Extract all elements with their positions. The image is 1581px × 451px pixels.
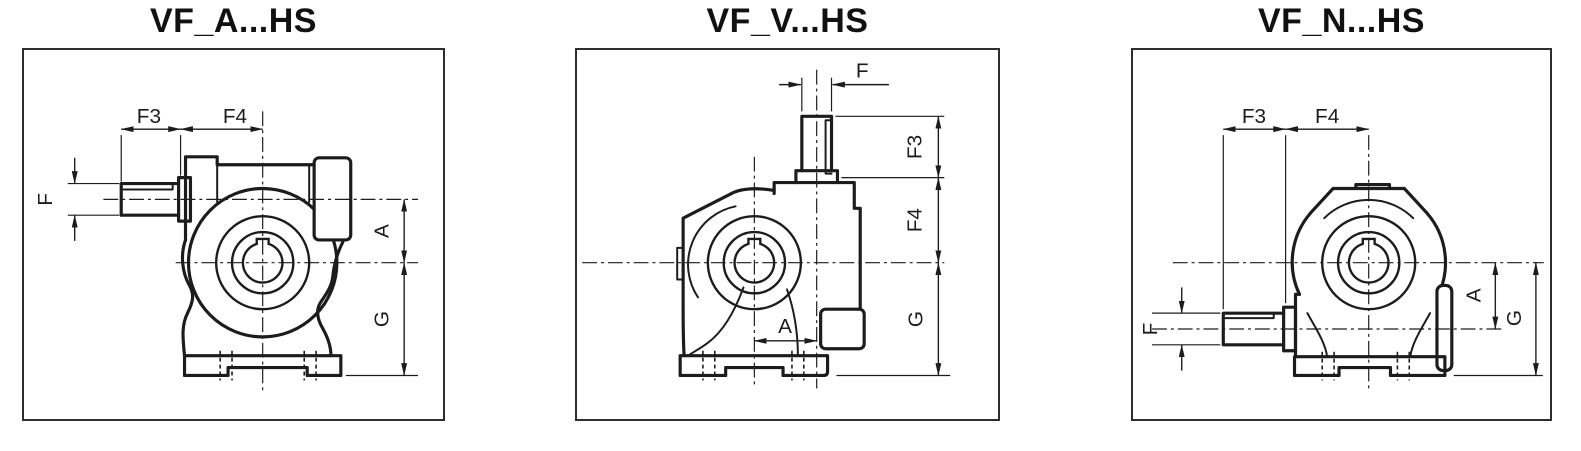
dim-label-f3: F3 (1242, 105, 1266, 128)
panel-frame-vf-n: F3 F4 F A G (1131, 48, 1552, 421)
panel-title-vf-n: VF_N...HS (1258, 2, 1425, 40)
dim-label-g: G (1503, 310, 1526, 326)
foot-bolt-hole-lines (1321, 351, 1411, 381)
input-shaft-collar (794, 169, 840, 185)
centerlines (1152, 135, 1544, 391)
dim-label-g: G (370, 311, 393, 327)
extension-lines (1152, 135, 1543, 377)
input-shaft (119, 181, 181, 217)
dim-label-f: F (34, 193, 57, 206)
dim-label-f4: F4 (904, 208, 927, 232)
body-right-waist (316, 240, 345, 358)
worm-housing-column (772, 180, 862, 311)
input-shaft-key-slot (1224, 312, 1275, 320)
dim-label-f: F (1139, 323, 1162, 336)
body-top-cap (1308, 182, 1429, 215)
dim-label-f3: F3 (137, 105, 161, 128)
centerlines (103, 111, 418, 391)
housing-face-lines (216, 163, 311, 204)
mounting-base (1292, 355, 1447, 378)
output-bore-keyway (1347, 237, 1390, 284)
flange-inner-rim-arc (687, 205, 737, 299)
body-left-arc (1290, 211, 1312, 296)
extension-lines (801, 77, 951, 377)
output-bore-keyway (241, 237, 284, 284)
dim-label-f4: F4 (223, 105, 247, 128)
dim-label-f3: F3 (904, 135, 927, 159)
panel-frame-vf-a: F3 F4 F A G (22, 48, 445, 421)
technical-drawing-vf-a: F3 F4 F A G (34, 105, 418, 391)
flange-rim-strip (676, 246, 685, 281)
body-left-inner-waist (687, 286, 745, 357)
housing-foot-block (819, 307, 866, 351)
input-shaft-key-slot (824, 119, 833, 175)
foot-bolt-hole-lines (702, 350, 805, 381)
body-right-inner-waist (786, 288, 799, 357)
flange-outline (681, 187, 776, 358)
extension-lines (67, 135, 418, 377)
worm-housing-outline (183, 155, 316, 242)
panel-title-vf-v: VF_V...HS (706, 2, 869, 40)
panel-frame-vf-v: F F3 F4 G A (575, 48, 1000, 421)
dim-label-g: G (905, 311, 928, 327)
output-bore-keyway (733, 237, 776, 284)
body-inner-waists (1306, 312, 1432, 358)
technical-drawing-vf-n: F3 F4 F A G (1139, 105, 1544, 391)
dim-label-a: A (370, 224, 393, 238)
dim-label-a: A (778, 315, 792, 338)
dim-label-f4: F4 (1315, 105, 1339, 128)
technical-drawing-vf-v: F F3 F4 G A (582, 60, 951, 389)
input-shaft-key-slot (122, 182, 174, 191)
foot-bolt-hole-lines (219, 350, 317, 381)
panel-title-vf-a: VF_A...HS (150, 2, 317, 40)
dim-label-f: F (856, 60, 869, 83)
dim-label-a: A (1462, 288, 1485, 302)
